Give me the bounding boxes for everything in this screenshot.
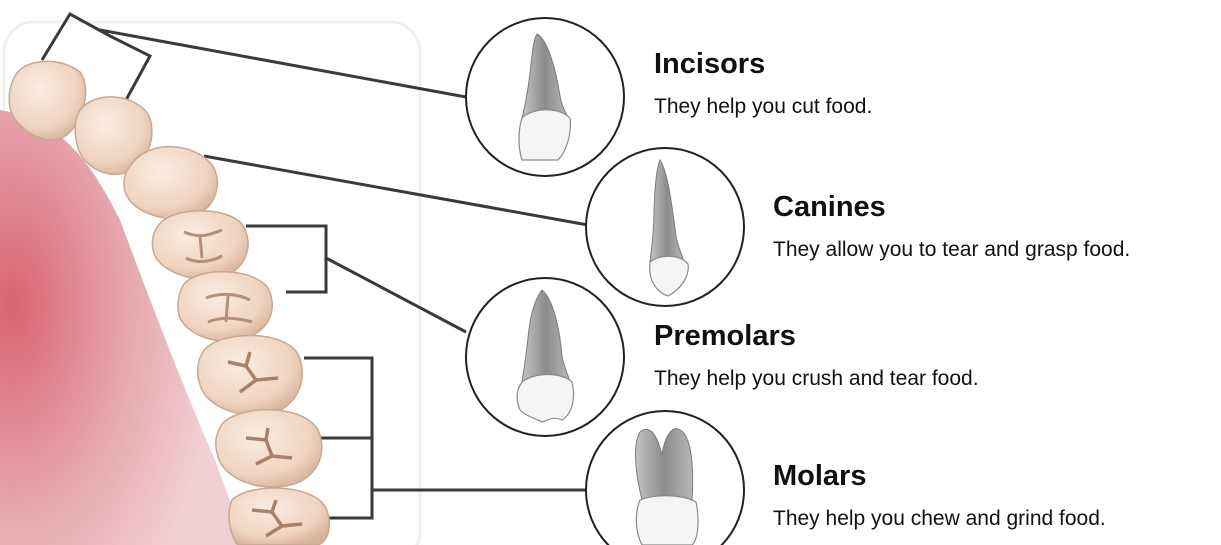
molar-circle — [586, 411, 744, 545]
molars-title: Molars — [773, 460, 866, 493]
incisor-crown-illustration — [519, 110, 570, 160]
molars-description: They help you chew and grind food. — [773, 507, 1106, 531]
incisor-circle — [466, 18, 624, 176]
premolars-description: They help you crush and tear food. — [654, 367, 979, 391]
premolar-tooth-2 — [178, 272, 272, 341]
canine-circle — [586, 148, 744, 306]
incisors-description: They help you cut food. — [654, 95, 872, 119]
canine-tooth — [124, 147, 217, 219]
canines-description: They allow you to tear and grasp food. — [773, 238, 1130, 262]
premolars-title: Premolars — [654, 320, 796, 353]
premolar-circle — [466, 278, 624, 436]
canines-title: Canines — [773, 191, 886, 224]
premolar-crown-illustration — [517, 375, 573, 423]
molar-tooth-1 — [198, 335, 302, 415]
incisors-title: Incisors — [654, 48, 765, 81]
molar-tooth-3 — [229, 488, 329, 545]
molar-crown-illustration — [636, 496, 698, 545]
